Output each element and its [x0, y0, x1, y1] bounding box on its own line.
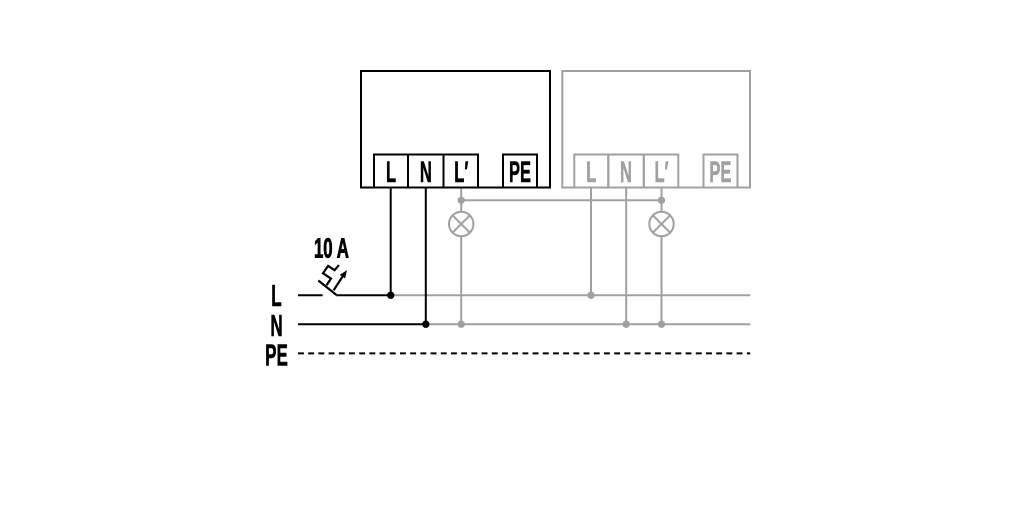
svg-text:L′: L′ — [454, 156, 468, 189]
svg-text:L: L — [271, 279, 281, 314]
svg-text:N: N — [420, 156, 432, 189]
svg-text:PE: PE — [709, 156, 731, 189]
svg-text:PE: PE — [509, 156, 531, 189]
svg-text:L′: L′ — [654, 156, 668, 189]
svg-text:PE: PE — [265, 338, 288, 373]
svg-text:L: L — [386, 156, 396, 189]
svg-text:N: N — [620, 156, 632, 189]
svg-text:10 A: 10 A — [314, 232, 349, 264]
svg-text:N: N — [270, 309, 282, 344]
svg-text:L: L — [586, 156, 596, 189]
